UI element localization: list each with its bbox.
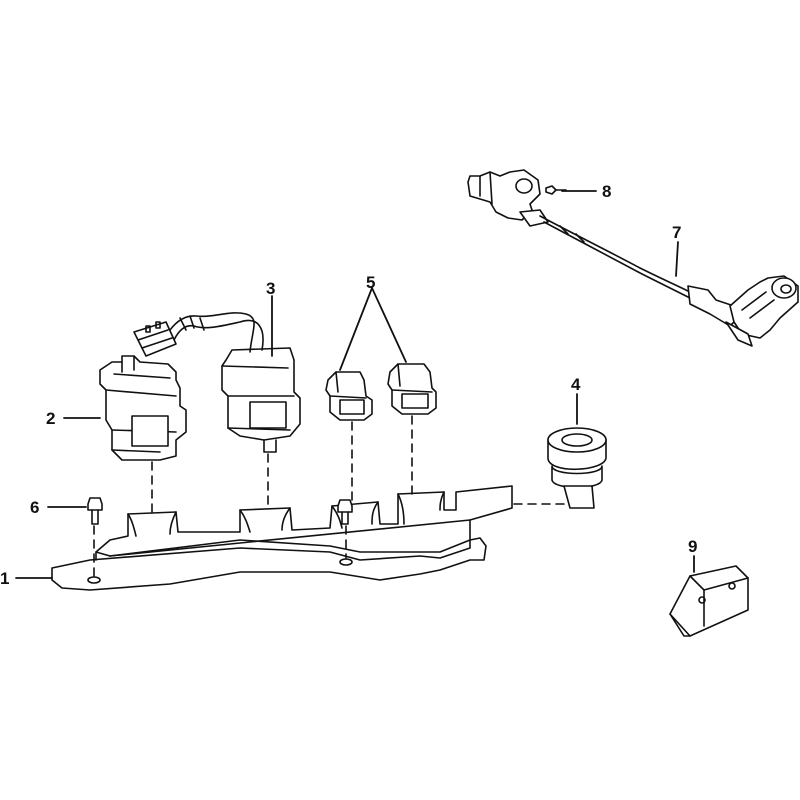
callout-3: 3 xyxy=(266,279,276,298)
callout-6: 6 xyxy=(30,498,40,517)
sensor-cable-assembly xyxy=(467,169,799,347)
callout-4: 4 xyxy=(571,375,581,394)
relay-large xyxy=(99,355,187,461)
small-screw xyxy=(545,185,567,195)
callout-2: 2 xyxy=(46,409,56,428)
callout-9: 9 xyxy=(688,537,698,556)
assembly-dashed-lines xyxy=(93,415,567,577)
bolt xyxy=(87,497,353,525)
mounting-bracket xyxy=(51,485,513,591)
callout-7: 7 xyxy=(672,223,682,242)
small-relays-pair xyxy=(325,363,437,421)
relay-with-harness xyxy=(133,312,301,453)
callout-1: 1 xyxy=(0,569,10,588)
rubber-pad xyxy=(669,565,749,637)
callout-5: 5 xyxy=(366,273,376,292)
callout-8: 8 xyxy=(602,182,612,201)
leader-lines xyxy=(15,190,695,579)
rubber-grommet-connector xyxy=(547,427,607,509)
